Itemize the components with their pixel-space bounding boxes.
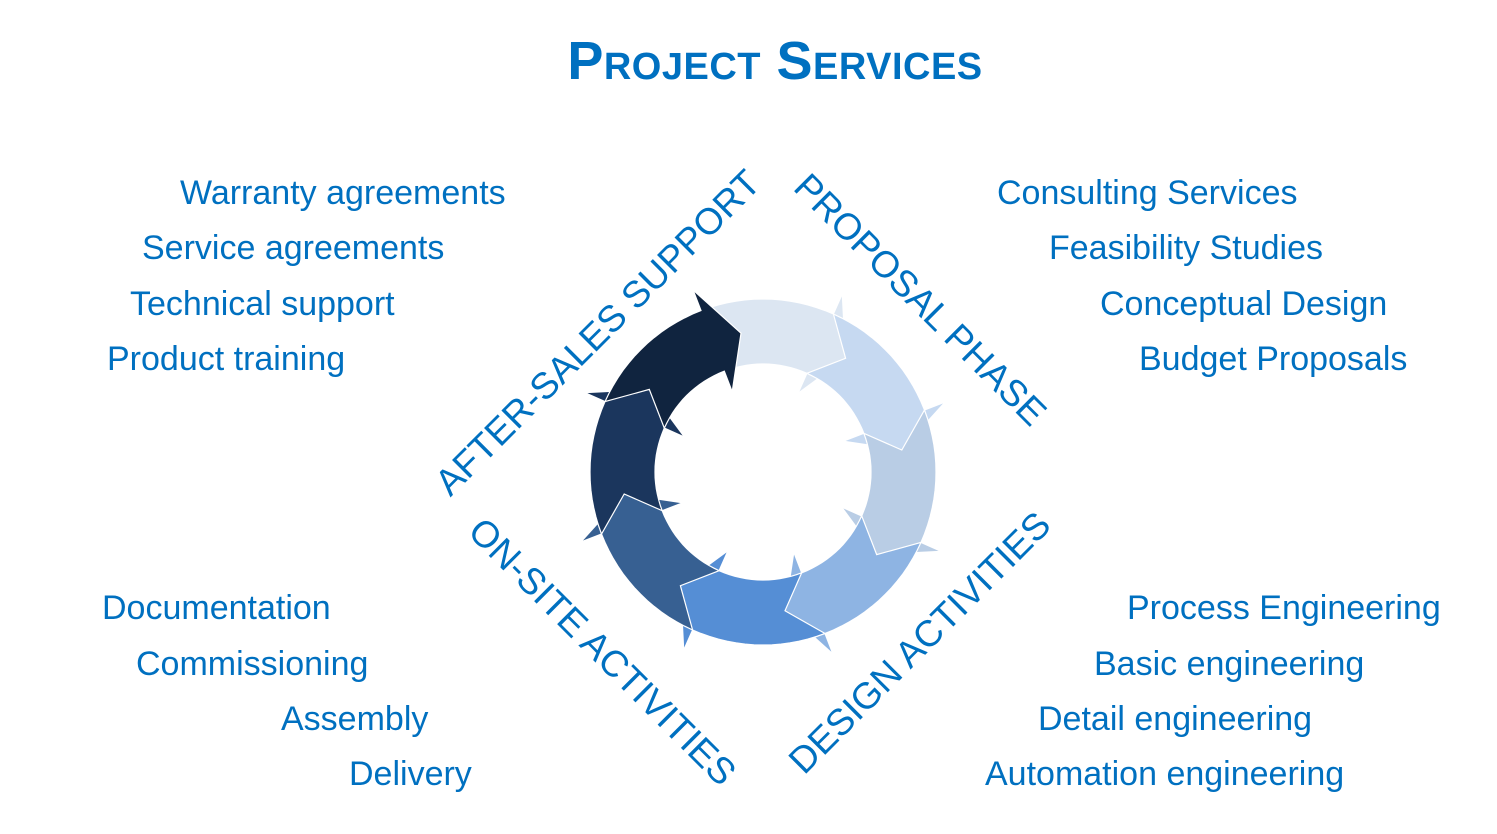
cycle-arrow-segment	[603, 289, 742, 430]
list-item: Automation engineering	[985, 755, 1345, 793]
list-item: Detail engineering	[1038, 700, 1313, 738]
list-item: Product training	[107, 340, 346, 378]
cycle-arrow-segment	[805, 312, 946, 451]
cycle-arrow-segment	[839, 408, 942, 556]
cycle-arrow-segment	[580, 493, 721, 632]
cycle-arrow-segment	[679, 548, 827, 651]
list-item: Documentation	[102, 589, 331, 627]
list-item: Consulting Services	[997, 174, 1298, 212]
list-item: Feasibility Studies	[1049, 229, 1324, 267]
cycle-arrow-segment	[699, 293, 847, 396]
cycle-arrow-segment	[784, 514, 923, 655]
list-item: Conceptual Design	[1100, 285, 1388, 323]
list-item: Commissioning	[136, 645, 369, 683]
list-item: Budget Proposals	[1139, 340, 1408, 378]
cycle-arrow-segment	[584, 388, 687, 536]
list-item: Basic engineering	[1094, 645, 1365, 683]
list-item: Delivery	[349, 755, 472, 793]
list-item: Warranty agreements	[180, 174, 506, 212]
list-item: Assembly	[281, 700, 429, 738]
list-item: Service agreements	[142, 229, 445, 267]
list-item: Process Engineering	[1127, 589, 1441, 627]
list-item: Technical support	[130, 285, 395, 323]
page-title: Project Services	[567, 31, 983, 91]
